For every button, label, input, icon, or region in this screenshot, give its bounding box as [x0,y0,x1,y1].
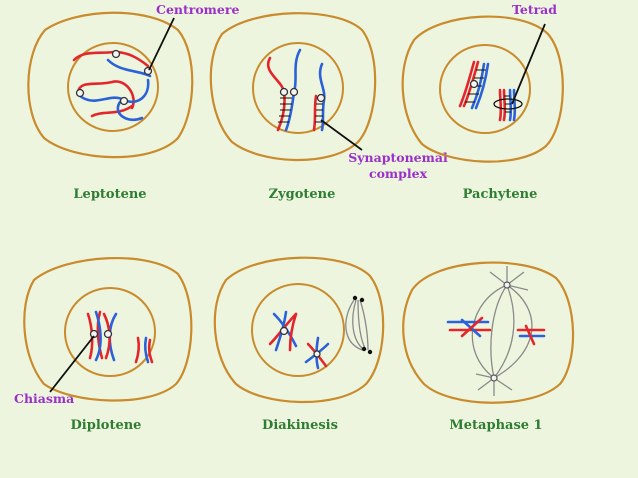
zygotene-centromere [316,93,326,103]
zygotene-centromere [279,87,289,97]
diplotene-blue-chromatid [143,336,150,364]
leptotene-nucleus [67,42,159,132]
diakinesis-centriole [359,297,365,303]
leptotene-cell [27,11,194,159]
leptotene-label: Leptotene [73,187,146,202]
pachytene-blue-chromatid [474,62,490,110]
zygotene-centromere [289,87,299,97]
diplotene-chiasma-point [103,329,113,339]
metaphase1-cell [402,261,575,404]
diplotene-cell-membrane [23,256,193,402]
leptotene-cell-membrane [27,11,194,159]
pachytene-blue-chromatid [508,88,513,122]
synaptonemal-label-line2: complex [369,166,428,181]
leptotene-red-chromosome [90,104,134,118]
metaphase1-astral-rays [475,266,529,396]
diakinesis-centriole [352,295,358,301]
zygotene-label: Zygotene [269,187,336,202]
leptotene-red-chromosome [76,80,135,110]
pachytene-red-chromatid [502,88,507,122]
chiasma-pointer-line [49,335,95,393]
leptotene-centromere [75,88,85,98]
leptotene-blue-chromosome [116,100,144,122]
pachytene-cell-membrane [401,15,564,163]
diakinesis-chiasma-point [313,350,321,358]
synaptonemal-pointer-line [320,119,363,151]
diplotene-red-chromatid [134,336,141,364]
metaphase1-cell-membrane [402,261,575,404]
pachytene-red-chromatid [498,88,503,122]
diakinesis-chiasma-point [279,326,289,336]
diakinesis-red-chromatid [288,312,298,352]
diplotene-label: Diplotene [71,418,142,433]
diakinesis-cell-membrane [213,256,385,404]
chiasma-label: Chiasma [14,391,74,406]
pachytene-nucleus [439,44,531,134]
tetrad-label: Tetrad [512,2,557,17]
pachytene-centromere [469,79,479,89]
metaphase1-centrosome [503,281,511,289]
diakinesis-label: Diakinesis [262,418,338,433]
metaphase1-spindle-fibers [471,284,533,379]
tetrad-pointer-line [511,23,546,105]
diakinesis-spindle-fibers [345,299,369,351]
synaptonemal-label-line1: Synaptonemal [348,150,448,165]
diplotene-blue-chromatid [94,310,102,362]
diakinesis-nucleus [251,283,345,377]
metaphase1-centrosome [490,374,498,382]
diplotene-nucleus [64,287,156,377]
metaphase1-red-chromatid [460,316,484,338]
zygotene-red-chromosome [312,94,318,132]
pachytene-blue-chromatid [512,88,517,122]
zygotene-nucleus [252,42,344,134]
diakinesis-centriole [361,346,367,352]
diakinesis-cell [213,256,385,404]
tetrad-highlight [493,98,523,110]
pachytene-cell [401,15,564,163]
zygotene-cell-membrane [209,12,377,162]
centromere-label: Centromere [156,2,239,17]
leptotene-centromere [111,49,121,59]
zygotene-synapsis-bars [278,97,323,123]
zygotene-cell [209,12,377,162]
pachytene-red-chromatid [458,60,476,108]
pachytene-label: Pachytene [463,187,538,202]
diplotene-cell [23,256,193,402]
metaphase1-label: Metaphase 1 [449,418,542,433]
centromere-pointer-line [148,17,175,71]
leptotene-centromere [119,96,129,106]
diplotene-chiasma-point [89,329,99,339]
pachytene-synaptonemal-bars [504,95,511,113]
diakinesis-centriole [367,349,373,355]
diplotene-red-chromatid [147,338,154,364]
metaphase1-red-chromatid [524,324,536,346]
